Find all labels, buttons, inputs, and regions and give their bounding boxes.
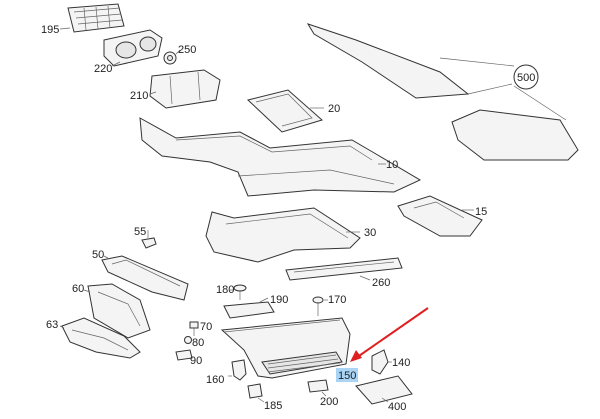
part-190-plate (223, 301, 275, 319)
callout-90: 90 (190, 355, 202, 367)
part-250-clip (163, 51, 177, 65)
leader-200 (321, 391, 327, 397)
callout-185: 185 (264, 400, 282, 412)
callout-60: 60 (72, 283, 84, 295)
callout-260: 260 (372, 277, 390, 289)
callout-63: 63 (46, 319, 58, 331)
callout-10: 10 (386, 159, 398, 171)
callout-160: 160 (206, 374, 224, 386)
callout-20: 20 (328, 103, 340, 115)
callout-190: 190 (270, 294, 288, 306)
leader-50 (103, 255, 109, 259)
callout-400: 400 (388, 401, 406, 413)
part-400-mat-strip (355, 375, 413, 405)
highlight-arrow (350, 307, 429, 362)
part-260-sill-strip (285, 257, 403, 281)
part-170-screw (312, 296, 324, 316)
part-500-floor-mat-rear (306, 23, 470, 99)
callout-500: 500 (517, 72, 535, 84)
part-210-duct (149, 69, 221, 109)
callout-55: 55 (134, 226, 146, 238)
part-10-main-floor-panel (139, 117, 422, 197)
part-55-clip (141, 237, 157, 249)
callout-150: 150 (338, 370, 356, 382)
callout-200: 200 (320, 396, 338, 408)
callout-140: 140 (392, 357, 410, 369)
part-150-storage-compartment (220, 317, 351, 379)
leader-185 (257, 397, 265, 403)
leader-220 (111, 61, 121, 67)
part-60-side-trim (87, 283, 151, 339)
part-140-handle (371, 349, 389, 375)
part-500-floor-mat-front (451, 109, 579, 161)
callout-15: 15 (475, 206, 487, 218)
leader-210 (149, 91, 157, 95)
part-180-bolt (233, 284, 247, 300)
leader-250 (175, 49, 181, 55)
leader-195 (59, 27, 71, 30)
callout-250: 250 (178, 44, 196, 56)
callout-70: 70 (200, 321, 212, 333)
part-15-side-panel (397, 195, 483, 237)
callout-50: 50 (92, 249, 104, 261)
callout-circle-500 (513, 64, 539, 90)
callout-80: 80 (192, 337, 204, 349)
leader-260 (359, 275, 371, 281)
part-63-front-trim (61, 317, 141, 359)
part-185-clip (247, 383, 263, 399)
part-20-tray (246, 89, 324, 133)
callout-220: 220 (94, 63, 112, 75)
callout-170: 170 (328, 294, 346, 306)
callout-30: 30 (364, 227, 376, 239)
leader-63 (59, 325, 65, 329)
callout-195: 195 (41, 24, 59, 36)
callout-210: 210 (130, 90, 148, 102)
part-195-grille (67, 3, 125, 33)
leader-60 (83, 289, 91, 293)
part-160-cap (231, 359, 247, 381)
part-80-clip (184, 336, 192, 344)
part-90-bracket (175, 349, 193, 361)
leaders-500 (439, 57, 567, 121)
part-70-screw (189, 321, 199, 336)
leader-400 (381, 397, 389, 403)
leader-190 (259, 297, 269, 303)
part-50-trim-strip (101, 255, 189, 301)
callout-150-highlight (336, 368, 358, 382)
part-30-rear-floor-section (205, 207, 361, 263)
part-220-vent-housing (103, 29, 163, 67)
part-200-bracket (307, 379, 329, 393)
callout-180: 180 (216, 284, 234, 296)
